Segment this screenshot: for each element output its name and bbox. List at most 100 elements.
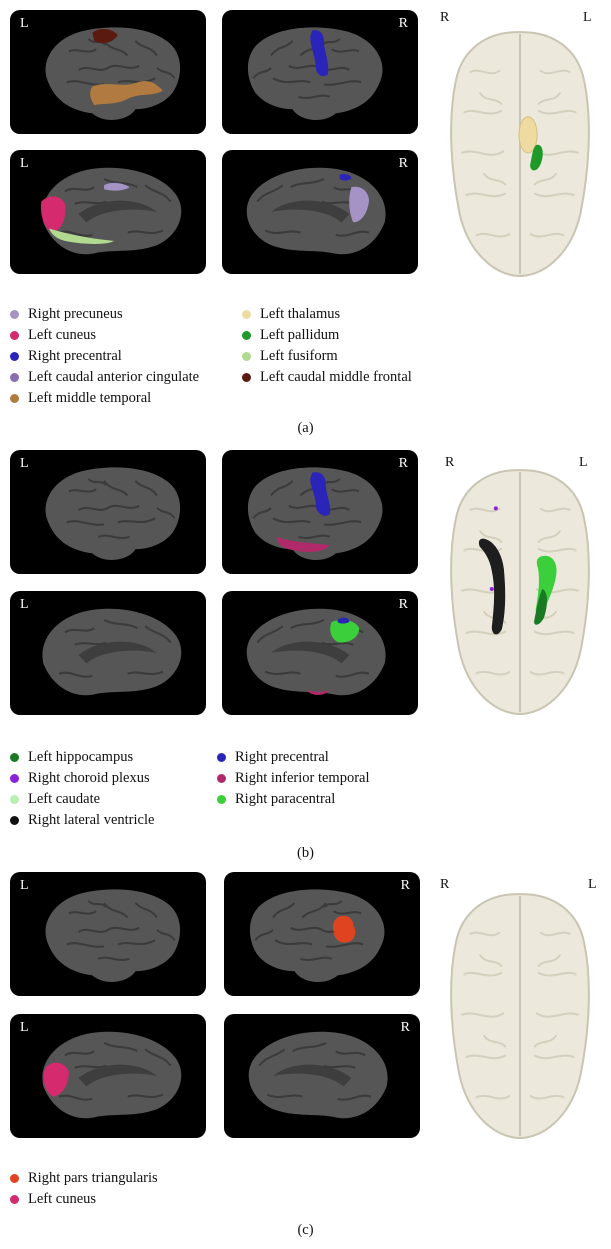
region-left-hippocampus: [534, 588, 547, 625]
legend-item: Left hippocampus: [10, 747, 154, 768]
legend-swatch: [10, 795, 19, 804]
direction-label-right: R: [445, 455, 455, 470]
panel-a-legend-left: Right precuneus Left cuneus Right precen…: [10, 304, 199, 409]
view-label: L: [20, 597, 29, 612]
panel-b-top-view-brain: [434, 460, 606, 722]
panel-a: L R L R R L Right precun: [0, 0, 611, 445]
legend-item: Right inferior temporal: [217, 768, 370, 789]
legend-swatch: [217, 774, 226, 783]
view-label: R: [398, 597, 408, 612]
region-right-choroid-plexus: [493, 506, 498, 511]
legend-swatch: [10, 310, 19, 319]
legend-swatch: [10, 373, 19, 382]
region-right-precuneus: [349, 186, 369, 223]
legend-item: Left middle temporal: [10, 388, 199, 409]
legend-swatch: [10, 352, 19, 361]
legend-swatch: [242, 352, 251, 361]
legend-item: Left cuneus: [10, 325, 199, 346]
panel-b-legend-right: Right precentral Right inferior temporal…: [217, 747, 370, 810]
panel-b-legend-left: Left hippocampus Right choroid plexus Le…: [10, 747, 154, 831]
legend-item: Left cuneus: [10, 1189, 158, 1210]
direction-label-right: R: [440, 10, 450, 25]
legend-swatch: [10, 1174, 19, 1183]
region-right-precentral: [339, 173, 352, 181]
legend-swatch: [242, 373, 251, 382]
region-left-cuneus: [43, 1062, 69, 1097]
region-left-fusiform: [49, 228, 114, 245]
region-right-pars-triangularis: [332, 915, 356, 943]
view-label: L: [20, 456, 29, 471]
panel-b: L R L R R L Left hippo: [10, 450, 611, 861]
region-right-precentral: [310, 472, 331, 516]
legend-item: Left caudal middle frontal: [242, 367, 412, 388]
panel-b-lateral-right-view: R: [222, 450, 418, 574]
region-right-paracentral: [330, 619, 360, 643]
region-right-inferior-temporal: [306, 690, 330, 695]
view-label: R: [400, 1020, 410, 1035]
legend-swatch: [242, 310, 251, 319]
legend-swatch: [242, 331, 251, 340]
panel-c-medial-right-view: R: [224, 1014, 420, 1138]
direction-label-right: R: [440, 877, 450, 892]
region-left-thalamus: [518, 116, 538, 154]
legend-swatch: [10, 774, 19, 783]
panel-b-caption: (b): [297, 845, 314, 861]
legend-swatch: [10, 394, 19, 403]
legend-item: Right pars triangularis: [10, 1168, 158, 1189]
legend-item: Right precentral: [217, 747, 370, 768]
panel-a-medial-left-view: L: [10, 150, 206, 274]
panel-c-top-view-brain: [434, 884, 606, 1146]
panel-a-top-view-brain: [434, 22, 606, 284]
region-right-choroid-plexus: [489, 586, 494, 591]
direction-label-left: L: [588, 877, 597, 892]
view-label: L: [20, 1020, 29, 1035]
legend-item: Right precentral: [10, 346, 199, 367]
panel-c-medial-left-view: L: [10, 1014, 206, 1138]
panel-a-legend-right: Left thalamus Left pallidum Left fusifor…: [242, 304, 412, 388]
panel-a-lateral-right-view: R: [222, 10, 418, 134]
region-left-caudal-middle-frontal: [92, 28, 118, 44]
view-label: L: [20, 156, 29, 171]
view-label: L: [20, 16, 29, 31]
view-label: R: [398, 156, 408, 171]
legend-swatch: [217, 795, 226, 804]
region-left-cuneus: [40, 196, 66, 233]
panel-a-medial-right-view: R: [222, 150, 418, 274]
legend-item: Left fusiform: [242, 346, 412, 367]
panel-c-lateral-right-view: R: [224, 872, 420, 996]
region-left-caudal-anterior-cingulate: [104, 182, 130, 191]
region-right-precentral: [337, 617, 350, 624]
view-label: L: [20, 878, 29, 893]
panel-c-lateral-left-view: L: [10, 872, 206, 996]
legend-item: Left caudal anterior cingulate: [10, 367, 199, 388]
legend-swatch: [217, 753, 226, 762]
view-label: R: [398, 456, 408, 471]
view-label: R: [400, 878, 410, 893]
direction-label-left: L: [579, 455, 588, 470]
legend-item: Right paracentral: [217, 789, 370, 810]
panel-b-medial-left-view: L: [10, 591, 206, 715]
legend-item: Left pallidum: [242, 325, 412, 346]
panel-a-caption: (a): [297, 420, 314, 436]
panel-b-lateral-left-view: L: [10, 450, 206, 574]
region-left-pallidum: [530, 144, 543, 171]
legend-item: Right choroid plexus: [10, 768, 154, 789]
region-left-middle-temporal: [90, 80, 163, 106]
panel-c-legend-left: Right pars triangularis Left cuneus: [10, 1168, 158, 1210]
legend-item: Left caudate: [10, 789, 154, 810]
legend-swatch: [10, 753, 19, 762]
region-right-inferior-temporal: [276, 536, 330, 552]
legend-swatch: [10, 816, 19, 825]
region-right-precentral: [310, 30, 329, 77]
legend-item: Right lateral ventricle: [10, 810, 154, 831]
panel-a-lateral-left-view: L: [10, 10, 206, 134]
legend-swatch: [10, 1195, 19, 1204]
region-right-lateral-ventricle: [478, 538, 506, 635]
panel-b-medial-right-view: R: [222, 591, 418, 715]
legend-swatch: [10, 331, 19, 340]
direction-label-left: L: [583, 10, 592, 25]
panel-c-caption: (c): [297, 1222, 314, 1238]
view-label: R: [398, 16, 408, 31]
legend-item: Left thalamus: [242, 304, 412, 325]
